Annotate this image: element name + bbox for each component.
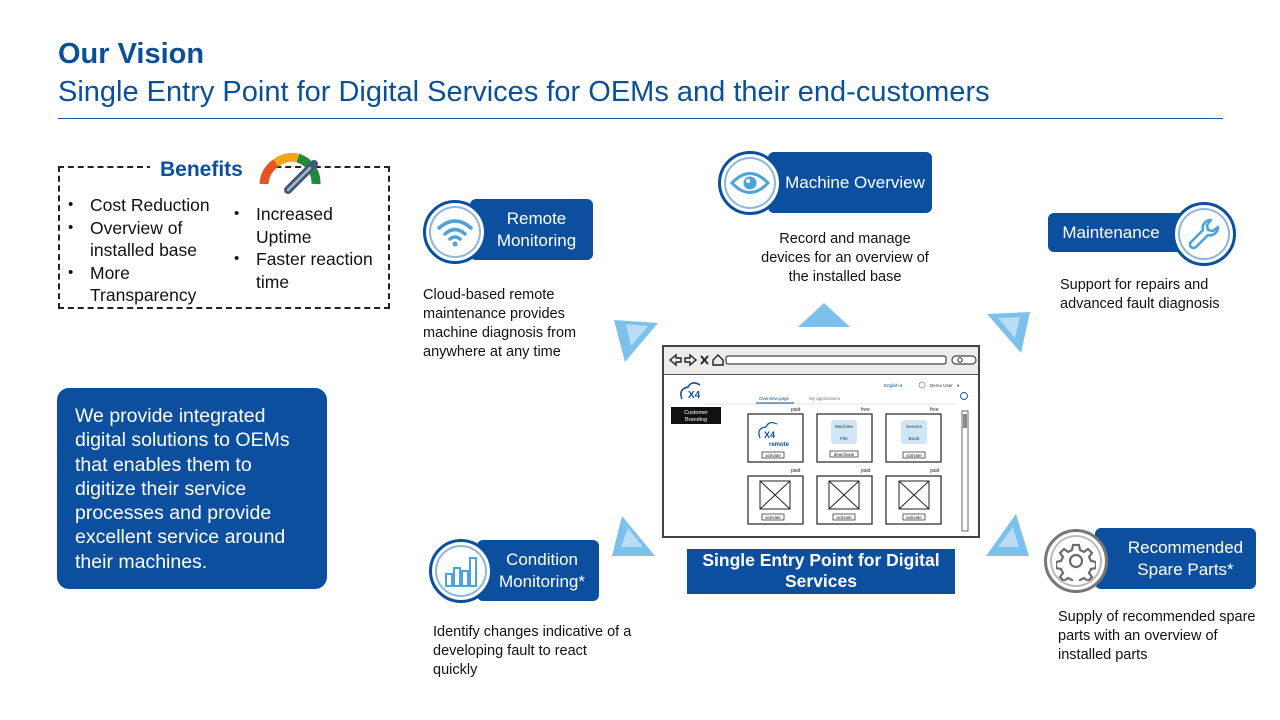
spare-parts-label: Recommended Spare Parts* (1095, 528, 1256, 589)
maintenance-label: Maintenance (1048, 213, 1188, 252)
wrench-icon (1172, 202, 1236, 266)
portal-logo-text: X4 (688, 390, 701, 401)
tab-my-applications: My applications (809, 396, 841, 401)
machine-overview-label: Machine Overview (768, 152, 932, 213)
svg-text:X4: X4 (764, 430, 775, 440)
svg-text:Branding: Branding (685, 417, 707, 423)
speedometer-gauge-icon (259, 152, 321, 194)
svg-text:Service: Service (906, 424, 922, 430)
wifi-icon (423, 200, 487, 264)
arrow-up-machine-overview (798, 303, 850, 327)
condition-monitoring-description: Identify changes indicative of a develop… (433, 624, 632, 678)
customer-branding-badge: Customer (684, 410, 708, 416)
tile-row-2: paid activate paid activate paid activat… (747, 468, 942, 525)
arrow-remote-monitoring (614, 320, 658, 362)
svg-text:paid: paid (930, 468, 940, 474)
browser-nav-icons (668, 353, 977, 367)
svg-text:activate: activate (906, 515, 922, 520)
arrow-maintenance (987, 312, 1030, 353)
vision-statement: We provide integrated digital solutions … (57, 388, 327, 589)
svg-text:paid: paid (861, 468, 871, 474)
benefits-list-right: Increased Uptime Faster reaction time (234, 203, 384, 293)
condition-monitoring-label: Condition Monitoring* (477, 540, 599, 601)
benefit-item: Cost Reduction (68, 194, 228, 217)
machine-overview-description: Record and manage devices for an overvie… (761, 231, 929, 285)
benefits-title: Benefits (160, 158, 243, 181)
benefit-item: Increased Uptime (234, 203, 356, 248)
tile-row-1: paid X4 remote activate free Machine Fil… (747, 407, 942, 463)
svg-text:deactivate: deactivate (834, 452, 855, 457)
portal-mockup: X4 English ▾ Demo User ▾ Overview page M… (662, 345, 980, 538)
benefits-title-backdrop (150, 158, 270, 186)
page-title: Our Vision (58, 38, 205, 70)
portal-content: X4 English ▾ Demo User ▾ Overview page M… (671, 381, 969, 532)
svg-text:activate: activate (765, 453, 781, 458)
benefit-item: Overview of installed base (68, 217, 228, 262)
bar-chart-icon (429, 539, 493, 603)
benefit-item: Faster reaction time (234, 248, 386, 293)
svg-text:remote: remote (769, 442, 790, 448)
tab-overview: Overview page (759, 396, 790, 401)
eye-icon (718, 151, 782, 215)
svg-text:Machine: Machine (835, 424, 853, 430)
maintenance-description: Support for repairs and advanced fault d… (1060, 277, 1220, 312)
svg-text:activate: activate (836, 515, 852, 520)
remote-monitoring-label: Remote Monitoring (470, 199, 593, 260)
svg-text:paid: paid (791, 468, 801, 474)
svg-text:paid: paid (791, 407, 801, 413)
benefit-item: More Transparency (68, 262, 210, 307)
gear-icon (1044, 529, 1108, 593)
user-menu: Demo User (930, 383, 953, 388)
svg-text:Book: Book (909, 436, 921, 442)
svg-text:activate: activate (906, 453, 922, 458)
single-entry-point-label: Single Entry Point for Digital Services (687, 549, 955, 594)
browser-toolbar (664, 347, 978, 375)
spare-parts-description: Supply of recommended spare parts with a… (1058, 609, 1256, 663)
page-subtitle: Single Entry Point for Digital Services … (58, 76, 990, 108)
language-selector: English ▾ (884, 383, 903, 388)
remote-monitoring-description: Cloud-based remote maintenance provides … (423, 287, 577, 360)
svg-text:activate: activate (765, 515, 781, 520)
svg-text:free: free (930, 407, 939, 413)
svg-text:▾: ▾ (957, 383, 960, 388)
svg-text:free: free (861, 407, 870, 413)
svg-text:File: File (840, 436, 848, 442)
header-divider (58, 118, 1223, 119)
benefits-list-left: Cost Reduction Overview of installed bas… (68, 194, 228, 307)
